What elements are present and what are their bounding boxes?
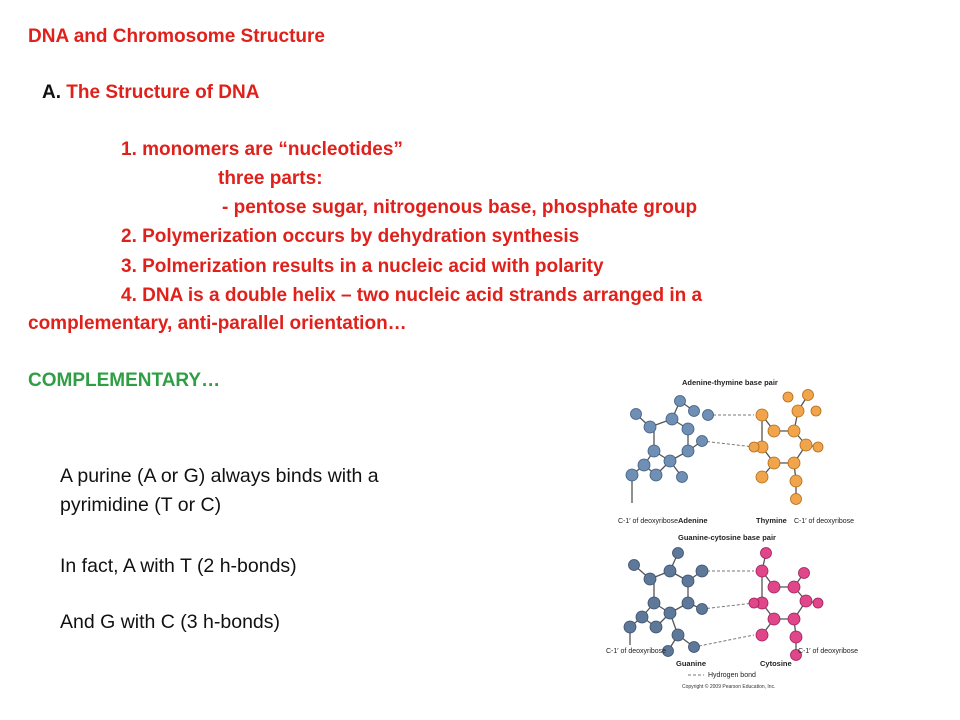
- slide-title: DNA and Chromosome Structure: [28, 26, 325, 47]
- thymine-atoms: [748, 389, 824, 505]
- section-letter: A.: [42, 82, 61, 103]
- gc-c1-label-right: C-1′ of deoxyribose: [798, 648, 858, 655]
- item-4-continuation: complementary, anti-parallel orientation…: [28, 313, 407, 334]
- complementary-heading: COMPLEMENTARY…: [28, 370, 221, 391]
- body-line-2: pyrimidine (T or C): [60, 494, 222, 516]
- base-pair-diagram: Adenine-thymine base pair: [606, 378, 858, 690]
- body-line-3: In fact, A with T (2 h-bonds): [60, 555, 297, 577]
- gc-hbonds: [693, 570, 755, 648]
- guanine-label: Guanine: [676, 659, 706, 668]
- item-1: 1. monomers are “nucleotides”: [121, 139, 403, 160]
- item-3: 3. Polmerization results in a nucleic ac…: [121, 256, 604, 277]
- copyright-line: Copyright © 2009 Pearson Education, Inc.: [682, 683, 775, 690]
- hbond-legend-label: Hydrogen bond: [708, 672, 756, 679]
- adenine-atoms: [625, 395, 714, 483]
- body-line-4: And G with C (3 h-bonds): [60, 611, 281, 633]
- adenine-label: Adenine: [678, 516, 708, 525]
- cytosine-label: Cytosine: [760, 659, 792, 668]
- body-line-1: A purine (A or G) always binds with a: [60, 465, 379, 487]
- item-4: 4. DNA is a double helix – two nucleic a…: [121, 285, 703, 306]
- item-1-sub-2: - pentose sugar, nitrogenous base, phosp…: [222, 197, 698, 218]
- at-c1-label-right: C-1′ of deoxyribose: [794, 518, 854, 525]
- item-1-sub-1: three parts:: [218, 168, 323, 189]
- at-c1-label-left: C-1′ of deoxyribose: [618, 518, 678, 525]
- thymine-label: Thymine: [756, 516, 787, 525]
- section-title: The Structure of DNA: [66, 82, 260, 103]
- section-heading: A. The Structure of DNA: [42, 82, 259, 104]
- gc-title: Guanine-cytosine base pair: [678, 533, 776, 542]
- at-hbonds: [701, 414, 755, 448]
- at-title: Adenine-thymine base pair: [682, 378, 778, 387]
- cytosine-atoms: [748, 547, 824, 661]
- gc-c1-label-left: C-1′ of deoxyribose: [606, 648, 666, 655]
- item-2: 2. Polymerization occurs by dehydration …: [121, 226, 580, 247]
- base-pair-figure: Adenine-thymine base pair: [598, 373, 898, 693]
- guanine-atoms: [623, 547, 709, 657]
